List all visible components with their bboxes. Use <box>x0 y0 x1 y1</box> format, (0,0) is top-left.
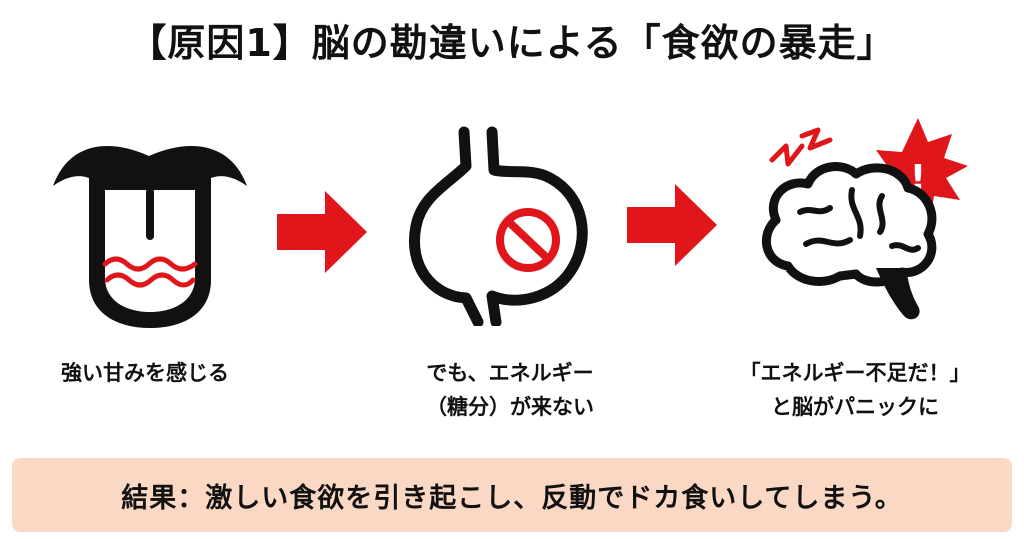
step-label-line: と脳がパニックに <box>771 395 939 419</box>
stomach-icon <box>409 126 588 326</box>
step-label-taste: 強い甘みを感じる <box>30 356 260 390</box>
right-arrow-icon <box>277 191 367 273</box>
result-box: 結果：激しい食欲を引き起こし、反動でドカ食いしてしまう。 <box>12 458 1012 532</box>
step-label-line: 「エネルギー不足だ！」 <box>739 361 971 385</box>
tongue-icon <box>53 145 247 328</box>
step-label-no-energy: でも、エネルギー （糖分）が来ない <box>385 356 635 424</box>
step-label-line: （糖分）が来ない <box>426 395 594 419</box>
result-text: 結果：激しい食欲を引き起こし、反動でドカ食いしてしまう。 <box>121 482 903 514</box>
brain-alert-icon: ! <box>762 118 968 320</box>
step-label-line: 強い甘みを感じる <box>61 361 229 385</box>
step-label-brain-panic: 「エネルギー不足だ！」 と脳がパニックに <box>700 356 1010 424</box>
page-title: 【原因1】脳の勘違いによる「食欲の暴走」 <box>128 21 896 65</box>
step-label-line: でも、エネルギー <box>426 361 594 385</box>
right-arrow-icon <box>627 184 717 266</box>
